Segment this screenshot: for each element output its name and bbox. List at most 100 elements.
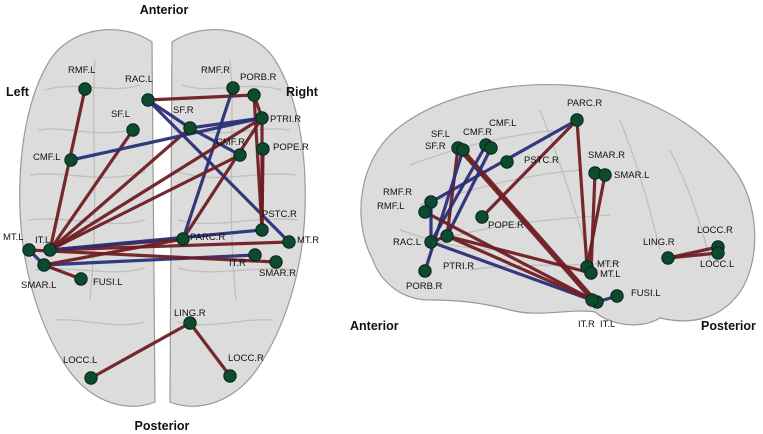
axial-node-pstc-r (255, 223, 269, 237)
axial-label-mt-l: MT.L (3, 232, 24, 243)
axial-edge-cmf-r-it-l (48, 153, 242, 252)
sagittal-node-mt-l (584, 266, 598, 280)
axial-node-pope-r (256, 142, 270, 156)
axial-edge-it-l-pstc-r (48, 228, 264, 252)
axial-node-smar-l (37, 258, 51, 272)
axial-node-sf-r (183, 121, 197, 135)
sagittal-node-smar-l (598, 168, 612, 182)
sagittal-label-cmf-r: CMF.R (463, 127, 492, 138)
axial-edge-cmf-l-ptri-r (69, 116, 264, 162)
axial-edge-rmf-r-parc-r (181, 86, 235, 241)
sagittal-edge-sf-r-it-r (461, 148, 599, 304)
axial-node-rac-l (141, 93, 155, 107)
sagittal-edges (423, 118, 720, 304)
axial-label-locc-l: LOCC.L (63, 355, 97, 366)
sagittal-label-locc-r: LOCC.R (697, 225, 733, 236)
axial-node-it-l (43, 243, 57, 257)
axial-node-rmf-r (226, 81, 240, 95)
sagittal-label-cmf-l: CMF.L (489, 118, 516, 129)
sagittal-node-ptri-r (440, 229, 454, 243)
sagittal-node-it-l (585, 293, 599, 307)
axial-edge-smar-l-it-r (42, 253, 257, 267)
sagittal-edge-parc-r-mt-r (575, 118, 589, 269)
sagittal-anterior-label: Anterior (350, 319, 399, 333)
sagittal-edge-cmf-r-rac-l (429, 143, 488, 244)
axial-label-cmf-r: CMF.R (216, 137, 245, 148)
sagittal-label-smar-r: SMAR.R (588, 150, 625, 161)
axial-edge-rmf-l-it-l (48, 87, 87, 252)
axial-label-rac-l: RAC.L (125, 74, 153, 85)
axial-node-locc-r (223, 369, 237, 383)
axial-edge-ling-r-locc-l (89, 321, 192, 380)
axial-label-it-l: IT.L (35, 235, 50, 246)
sagittal-edge-sf-l-it-l (456, 146, 594, 302)
sagittal-label-rmf-r: RMF.R (383, 187, 412, 198)
sagittal-node-rac-l (424, 235, 438, 249)
axial-edge-mt-l-smar-r (27, 248, 278, 264)
axial-label-rmf-r: RMF.R (201, 65, 230, 76)
sagittal-label-ptri-r: PTRI.R (443, 261, 474, 272)
sagittal-node-fusi-l (610, 289, 624, 303)
sagittal-node-rmf-l (418, 205, 432, 219)
axial-label-ptri-r: PTRI.R (270, 114, 301, 125)
sagittal-label-mt-r: MT.R (597, 259, 619, 270)
sagittal-edge-ling-r-locc-l (666, 251, 720, 260)
axial-node-ptri-r (255, 111, 269, 125)
sagittal-node-rmf-r (424, 195, 438, 209)
sagittal-node-parc-r (570, 113, 584, 127)
sagittal-label-rmf-l: RMF.L (377, 201, 404, 212)
axial-edge-ptri-r-parc-r (181, 116, 264, 241)
axial-node-parc-r (176, 232, 190, 246)
sagittal-label-it-r: IT.R (578, 319, 595, 330)
axial-node-cmf-r (233, 148, 247, 162)
sagittal-label-pstc-r: PSTC.R (524, 155, 559, 166)
sagittal-edge-sf-l-ptri-r (445, 146, 460, 238)
axial-edges (27, 86, 291, 380)
sagittal-label-ling-r: LING.R (643, 237, 675, 248)
axial-edge-it-l-mt-r (48, 240, 291, 252)
axial-node-it-r (248, 248, 262, 262)
axial-node-mt-l (22, 243, 36, 257)
axial-node-mt-r (282, 235, 296, 249)
sagittal-edge-sf-r-porb-r (423, 148, 465, 273)
sagittal-edge-smar-r-mt-l (589, 171, 597, 275)
sagittal-node-locc-l (711, 246, 725, 260)
sagittal-label-porb-r: PORB.R (406, 281, 443, 292)
axial-label-pope-r: POPE.R (273, 142, 309, 153)
axial-label-sf-r: SF.R (173, 105, 194, 116)
sagittal-node-cmf-l (484, 141, 498, 155)
axial-label-porb-r: PORB.R (240, 72, 277, 83)
axial-posterior-label: Posterior (135, 419, 190, 433)
axial-anterior-label: Anterior (140, 3, 189, 17)
axial-label-cmf-l: CMF.L (33, 152, 60, 163)
sagittal-node-sf-r (456, 143, 470, 157)
axial-edge-rac-l-porb-r (146, 93, 256, 102)
sagittal-edge-ptri-r-it-r (445, 234, 599, 304)
axial-node-locc-l (84, 371, 98, 385)
sagittal-edge-smar-l-mt-r (585, 173, 607, 269)
axial-node-ling-r (183, 316, 197, 330)
axial-edge-ptri-r-it-l (48, 116, 264, 252)
axial-label-fusi-l: FUSI.L (93, 277, 123, 288)
sagittal-edge-rmf-l-it-r (423, 210, 599, 304)
axial-node-fusi-l (74, 272, 88, 286)
axial-edge-pope-r-pstc-r (260, 147, 265, 232)
sagittal-label-rac-l: RAC.L (393, 237, 421, 248)
sagittal-edge-cmf-l-ptri-r (445, 146, 493, 238)
sagittal-label-fusi-l: FUSI.L (631, 288, 661, 299)
axial-label-rmf-l: RMF.L (68, 65, 95, 76)
sagittal-label-pope-r: POPE.R (488, 220, 524, 231)
axial-edge-rac-l-sf-r (146, 98, 192, 130)
sagittal-posterior-label: Posterior (701, 319, 756, 333)
axial-node-smar-r (269, 255, 283, 269)
sagittal-edge-rac-l-it-r (429, 240, 599, 304)
sagittal-node-pope-r (475, 210, 489, 224)
axial-label-parc-r: PARC.R (190, 232, 225, 243)
sagittal-label-smar-l: SMAR.L (614, 170, 649, 181)
sagittal-label-mt-l: MT.L (600, 269, 621, 280)
sagittal-edge-parc-r-pope-r (480, 118, 579, 219)
axial-label-locc-r: LOCC.R (228, 353, 264, 364)
